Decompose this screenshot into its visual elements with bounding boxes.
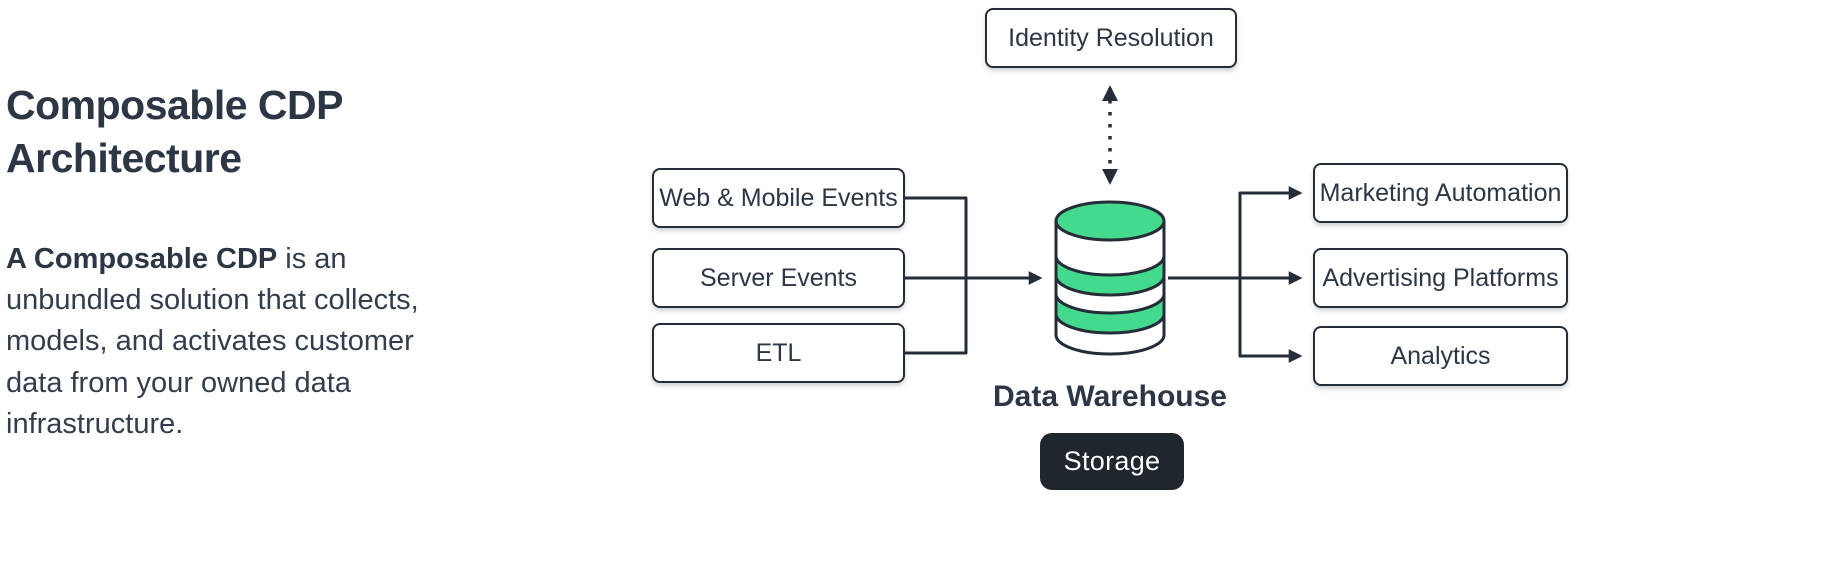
destination-label: Analytics <box>1390 341 1491 370</box>
identity-resolution-box: Identity Resolution <box>985 8 1237 68</box>
intro-description-lead: A Composable CDP <box>6 243 278 275</box>
database-cylinder-icon <box>1054 200 1166 356</box>
source-label: Web & Mobile Events <box>659 183 898 212</box>
source-box-etl: ETL <box>652 323 905 383</box>
destination-label: Advertising Platforms <box>1322 263 1559 292</box>
outbound-connector-bottom <box>1238 278 1303 363</box>
storage-badge-label: Storage <box>1063 446 1161 476</box>
outbound-connector-top <box>1238 186 1303 278</box>
inbound-connector-bottom <box>905 278 968 355</box>
storage-badge: Storage <box>1040 433 1184 490</box>
source-box-server-events: Server Events <box>652 248 905 308</box>
destination-box-marketing-automation: Marketing Automation <box>1313 163 1568 223</box>
inbound-connector-top <box>905 196 968 278</box>
identity-resolution-label: Identity Resolution <box>1008 23 1214 52</box>
source-box-web-mobile-events: Web & Mobile Events <box>652 168 905 228</box>
data-warehouse-label: Data Warehouse <box>993 380 1227 413</box>
source-label: ETL <box>755 338 802 367</box>
destination-box-analytics: Analytics <box>1313 326 1568 386</box>
source-label: Server Events <box>699 263 857 292</box>
destination-box-advertising-platforms: Advertising Platforms <box>1313 248 1568 308</box>
intro-description: A Composable CDP is an unbundled solutio… <box>6 239 454 445</box>
destination-label: Marketing Automation <box>1319 178 1562 207</box>
page-title: Composable CDP Architecture <box>6 82 343 181</box>
intro-description-rest: is an unbundled solution that collects, … <box>6 243 419 440</box>
